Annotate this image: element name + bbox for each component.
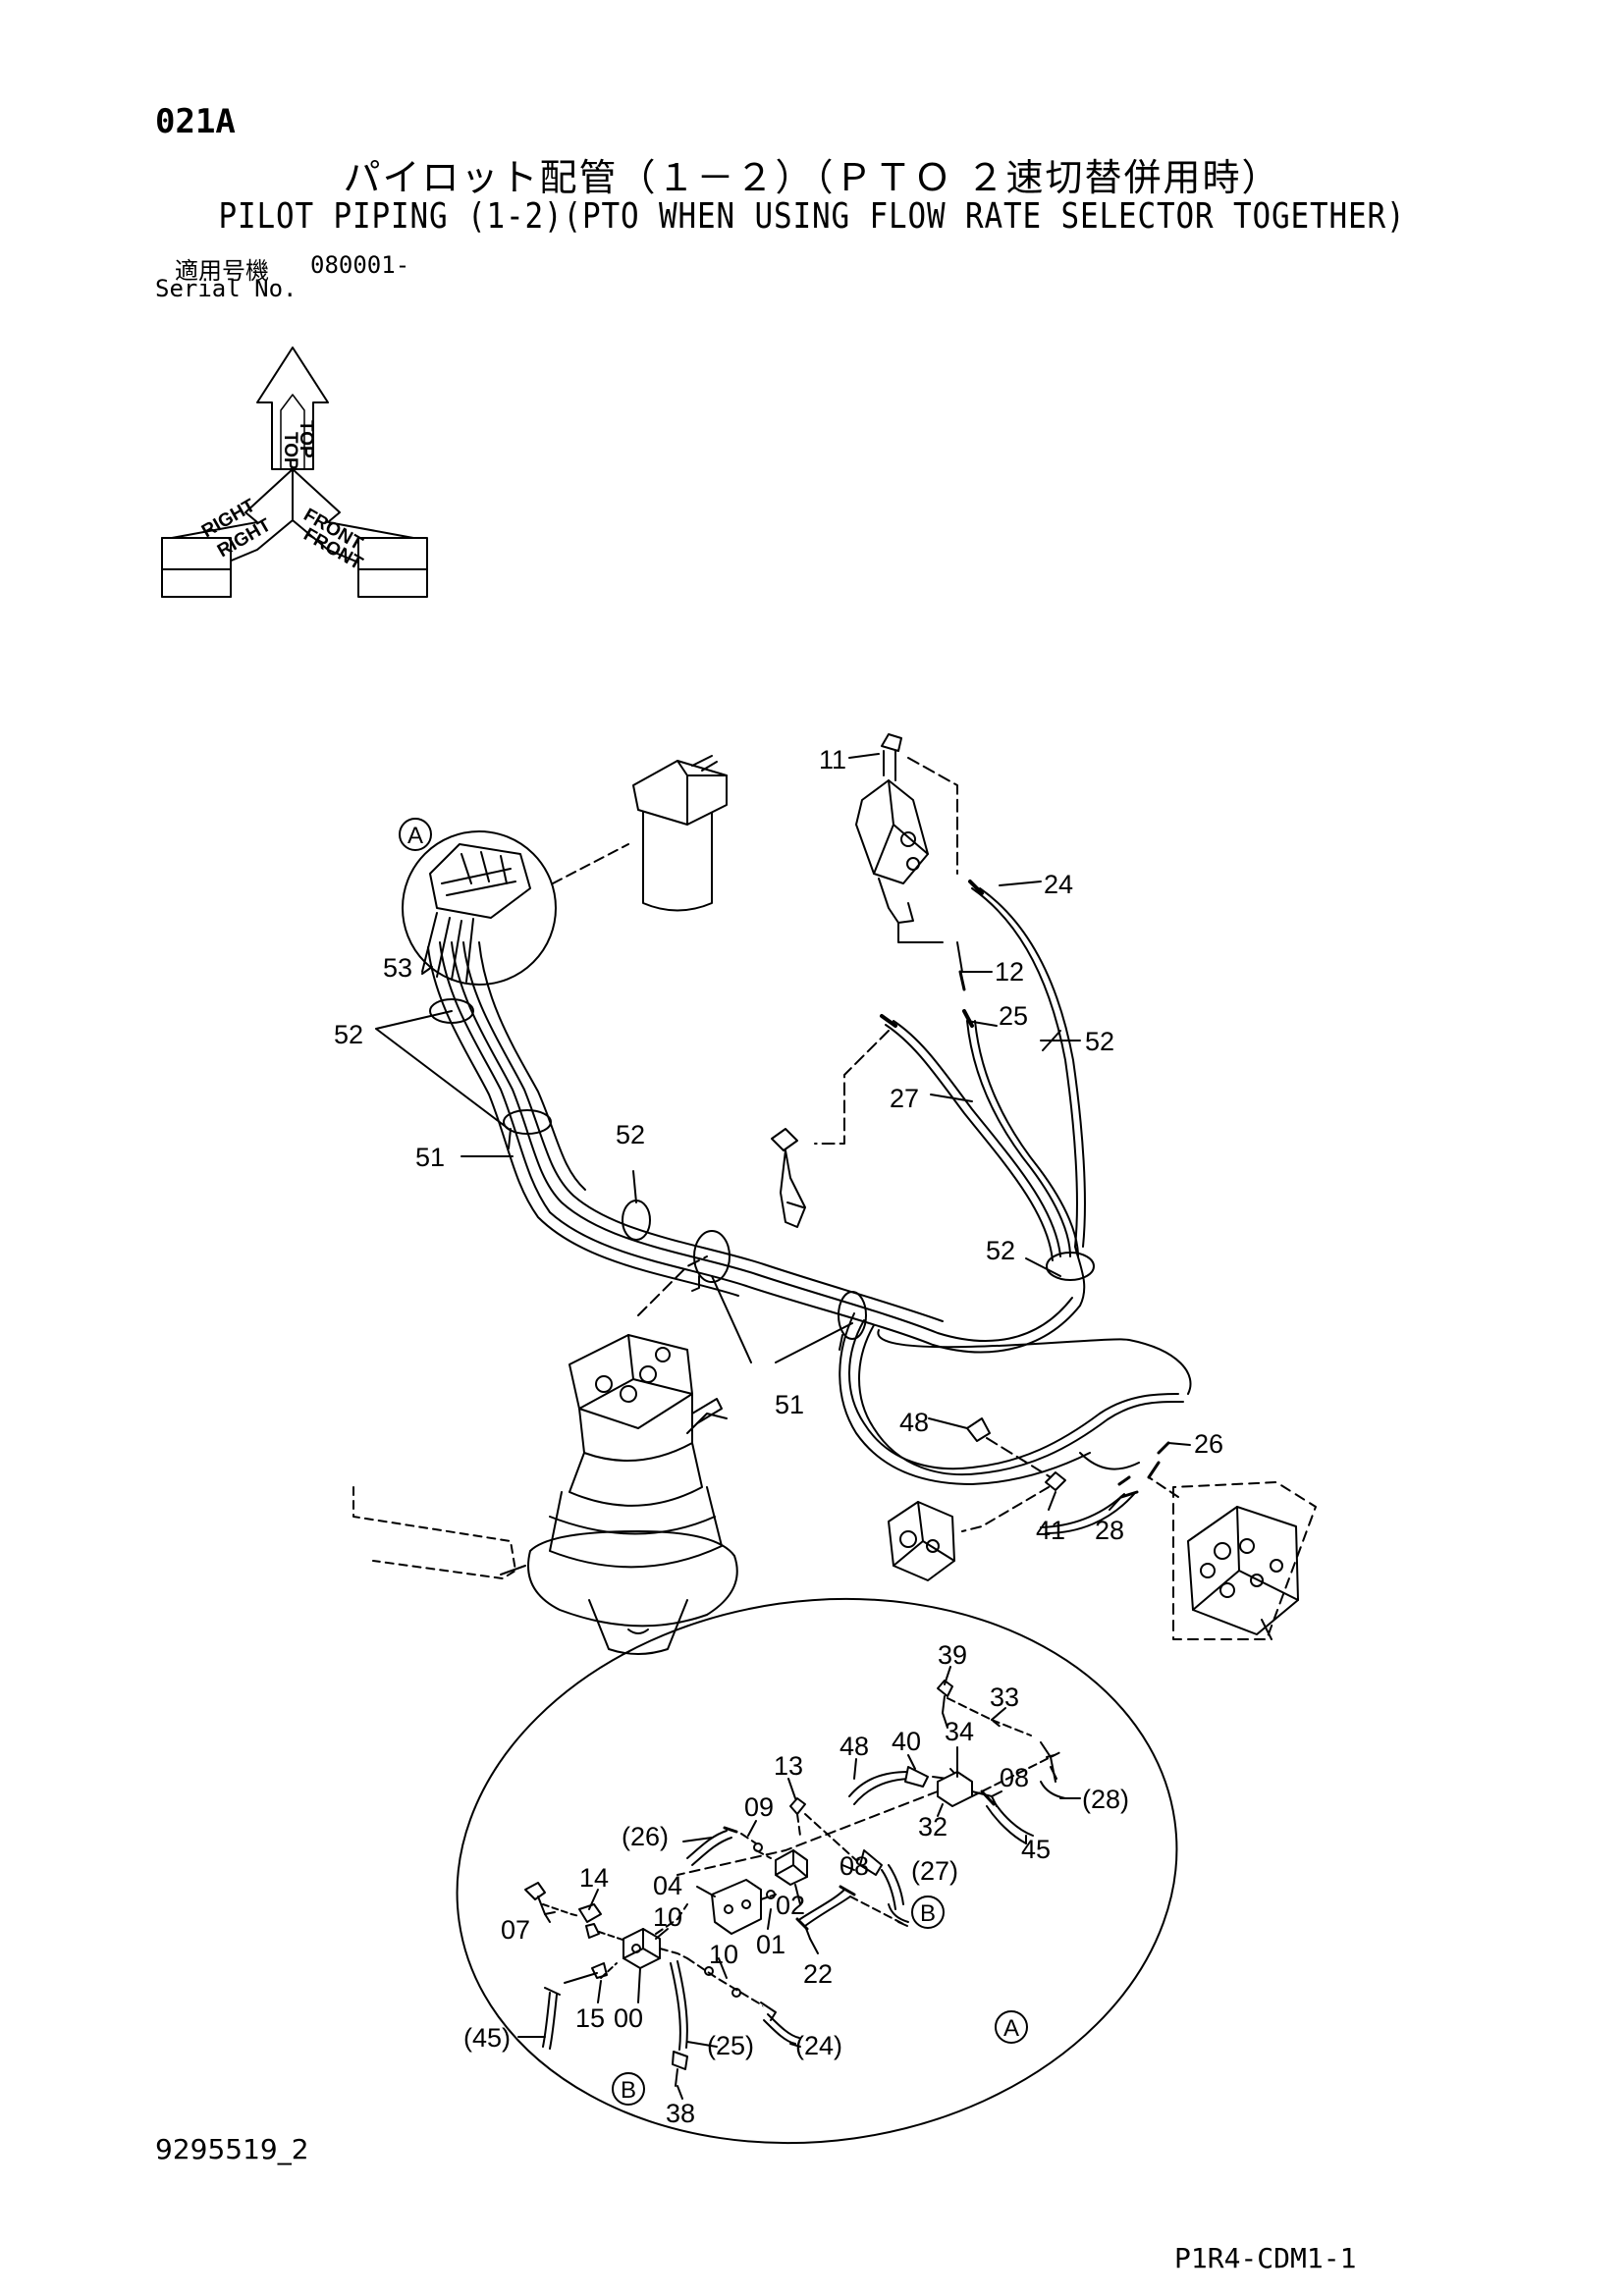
swing-motor: [352, 1255, 738, 1655]
detail-label-00: 00: [614, 2003, 643, 2033]
detail-label-28: (28): [1082, 1785, 1129, 1814]
detail-label-07: 07: [501, 1915, 530, 1945]
detail-label-08-upper: 08: [1000, 1763, 1029, 1792]
detail-label-10-lower: 10: [709, 1940, 738, 1969]
title-english: PILOT PIPING (1-2)(PTO WHEN USING FLOW R…: [218, 196, 1406, 237]
callout-a-detail: A: [1003, 2015, 1019, 2042]
part-label-11: 11: [819, 745, 846, 774]
part-label-52-left: 52: [334, 1020, 363, 1049]
detail-label-26: (26): [622, 1822, 669, 1851]
detail-a-ellipse: A B B: [456, 1597, 1178, 2145]
clamps: [429, 998, 1095, 1351]
detail-label-40: 40: [892, 1727, 921, 1756]
top-label-2: TOP: [296, 420, 316, 458]
part-label-51-center: 51: [775, 1390, 804, 1419]
hose-24-outline: [979, 887, 1086, 1248]
part-number-labels: 11 24 12 25 52 27 53 52 51 52 52 51 48 2…: [334, 745, 1223, 2128]
orientation-indicator: TOP TOP RIGHT RIGHT FRONT FRONT: [161, 347, 428, 598]
title-japanese: パイロット配管（１－２）（ＰＴＯ ２速切替併用時）: [343, 156, 1281, 199]
part-label-52-lower: 52: [986, 1236, 1015, 1265]
main-hose-bundle: [427, 941, 1192, 1485]
part-label-24: 24: [1044, 870, 1073, 899]
detail-label-22: 22: [803, 1959, 833, 1989]
part-label-28: 28: [1095, 1516, 1124, 1545]
small-valve: [888, 1501, 955, 1581]
detail-label-08-lower: 08: [839, 1851, 869, 1881]
detail-label-25b: (25): [707, 2031, 754, 2060]
part-label-26: 26: [1194, 1429, 1223, 1459]
part-label-53: 53: [383, 953, 412, 983]
hose-25: [966, 1020, 1071, 1257]
hose-24: [971, 887, 1078, 1248]
detail-label-13: 13: [774, 1751, 803, 1781]
serial-label-english: Serial No.: [155, 275, 298, 302]
serial-number-value: 080001-: [310, 251, 410, 279]
callout-b-right: B: [920, 1900, 936, 1927]
page-reference-code: P1R4-CDM1-1: [1174, 2242, 1357, 2274]
detail-label-09: 09: [744, 1792, 774, 1822]
detail-a-circle-top: A: [399, 818, 629, 986]
part-label-52-right: 52: [1085, 1027, 1114, 1056]
part-label-52-center: 52: [616, 1120, 645, 1149]
detail-label-38: 38: [666, 2099, 695, 2128]
selector-valve: [855, 733, 966, 991]
detail-label-34: 34: [945, 1717, 974, 1746]
part-label-41: 41: [1036, 1516, 1065, 1545]
top-label-1: TOP: [280, 432, 300, 470]
detail-label-01: 01: [756, 1930, 785, 1959]
part-label-12: 12: [995, 957, 1024, 987]
detail-label-15: 15: [575, 2003, 605, 2033]
detail-label-27: (27): [911, 1856, 958, 1886]
part-label-51-left: 51: [415, 1143, 445, 1172]
hose-27: [893, 1020, 1061, 1257]
detail-label-33: 33: [990, 1682, 1019, 1712]
detail-label-02: 02: [776, 1891, 805, 1920]
part-label-48: 48: [899, 1408, 929, 1437]
detail-label-14: 14: [579, 1863, 609, 1893]
detail-label-04: 04: [653, 1871, 682, 1900]
detail-label-45b: (45): [463, 2023, 511, 2053]
part-label-27: 27: [890, 1084, 919, 1113]
detail-label-24b: (24): [795, 2031, 842, 2060]
serial-label-japanese: 適用号機: [175, 257, 269, 285]
page-code-number: 021A: [155, 102, 236, 141]
callout-a-top: A: [407, 823, 423, 849]
pressure-switch: [771, 1128, 806, 1228]
part-label-25: 25: [999, 1001, 1028, 1031]
detail-fittings: [524, 1680, 1066, 2087]
detail-label-10-upper: 10: [653, 1902, 682, 1932]
control-valve-bank: [1148, 1476, 1317, 1640]
detail-label-48: 48: [839, 1732, 869, 1761]
detail-label-45: 45: [1021, 1835, 1051, 1864]
detail-label-39: 39: [938, 1640, 967, 1670]
detail-label-32: 32: [918, 1812, 947, 1842]
callout-b-left: B: [621, 2077, 636, 2104]
tank-component: [632, 755, 728, 912]
document-number: 9295519_2: [155, 2133, 309, 2165]
